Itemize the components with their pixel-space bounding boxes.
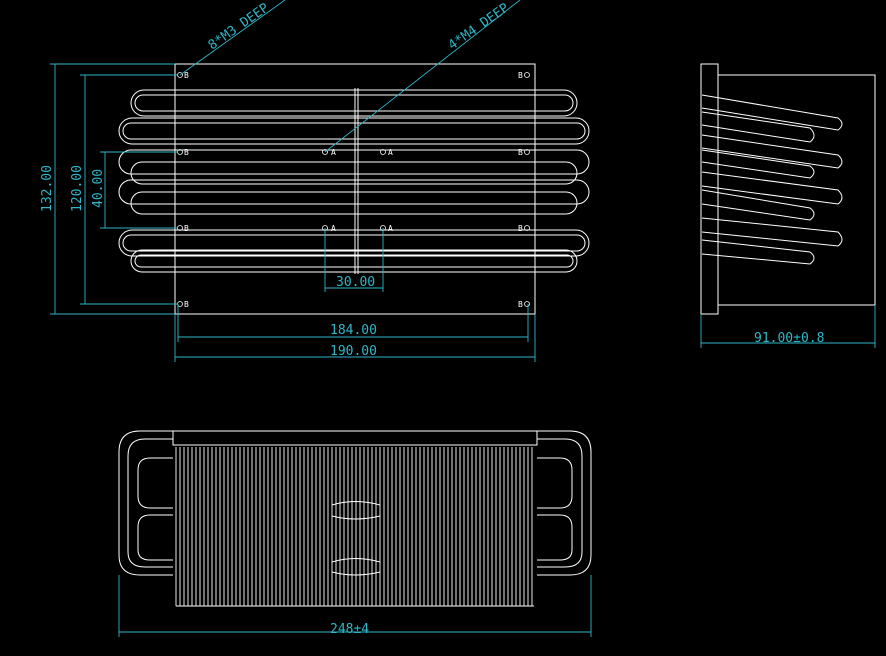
hole-label-a: A xyxy=(388,224,393,233)
leader-m3 xyxy=(179,0,286,76)
dimension-190: 190.00 xyxy=(330,344,377,359)
hole-label-a: A xyxy=(331,148,336,157)
hole-label-b: B xyxy=(184,148,189,157)
hole-label-b: B xyxy=(184,224,189,233)
hole-b xyxy=(524,301,530,307)
hole-a xyxy=(380,149,386,155)
mounting-holes-a: A A A A xyxy=(322,148,393,233)
heat-pipe xyxy=(122,122,586,140)
hole-label-b: B xyxy=(184,71,189,80)
heat-pipe xyxy=(134,254,574,268)
dimension-184: 184.00 xyxy=(330,323,377,338)
hole-label-b: B xyxy=(518,148,523,157)
dimension-248: 248±4 xyxy=(330,622,369,637)
hole-b xyxy=(524,149,530,155)
heat-pipe xyxy=(130,89,578,117)
m3-thread-note: 8*M3 DEEP xyxy=(206,0,272,53)
heat-pipe xyxy=(118,117,590,145)
hole-label-b: B xyxy=(518,224,523,233)
dimension-120: 120.00 xyxy=(70,165,85,212)
fin-array xyxy=(175,447,534,607)
heat-pipe xyxy=(118,179,590,205)
heat-pipes-front xyxy=(118,88,590,274)
hole-label-b: B xyxy=(184,300,189,309)
hole-label-a: A xyxy=(388,148,393,157)
top-base-plate xyxy=(172,430,538,446)
horizontal-dimensions: 30.00 184.00 190.00 xyxy=(174,228,536,362)
dimension-91: 91.00±0.8 xyxy=(754,331,824,346)
mounting-holes-b: B B B B B B B B xyxy=(177,71,530,309)
heat-pipe xyxy=(134,94,574,112)
hole-label-b: B xyxy=(518,71,523,80)
side-heat-pipes xyxy=(701,94,843,265)
dimension-40: 40.00 xyxy=(91,169,106,208)
vertical-dimensions: 132.00 120.00 40.00 xyxy=(40,63,178,315)
side-fin-stack xyxy=(717,74,876,306)
heat-pipe xyxy=(130,249,578,273)
hole-b xyxy=(524,72,530,78)
hole-label-b: B xyxy=(518,300,523,309)
side-base-plate xyxy=(700,63,719,315)
leader-m4 xyxy=(324,0,521,153)
heat-pipe xyxy=(118,149,590,175)
top-view: 248±4 xyxy=(118,430,592,637)
hole-label-a: A xyxy=(331,224,336,233)
heat-pipe xyxy=(130,161,578,185)
base-plate xyxy=(174,63,536,315)
dimension-30: 30.00 xyxy=(336,275,375,290)
side-view: 91.00±0.8 xyxy=(700,63,876,348)
dimension-132: 132.00 xyxy=(40,165,55,212)
heat-pipe xyxy=(122,234,586,252)
heat-pipe xyxy=(118,229,590,257)
heat-pipe xyxy=(130,191,578,215)
hole-b xyxy=(524,225,530,231)
front-view: B B B B B B B B A A A A 8*M3 DEEP 4*M4 D… xyxy=(40,0,590,362)
hole-a xyxy=(322,149,328,155)
m4-thread-note: 4*M4 DEEP xyxy=(446,0,512,53)
